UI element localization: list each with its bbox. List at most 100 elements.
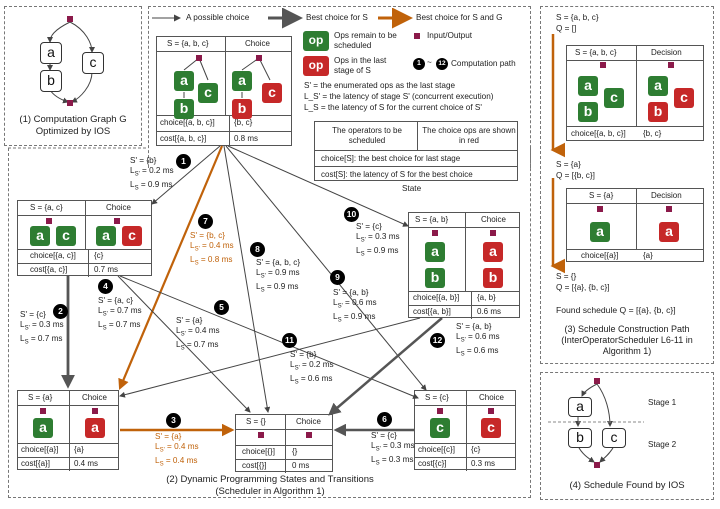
state-ab-choice-row: choice[{a, b}] <box>413 293 460 302</box>
state-empty-choice-row: choice[{}] <box>242 447 275 456</box>
state-ac-cost-val: 0.7 ms <box>94 265 119 274</box>
panel4-caption: (4) Schedule Found by IOS <box>569 480 685 491</box>
arrow-12 <box>328 317 443 416</box>
panel2-caption-line2: (Scheduler in Algorithm 1) <box>215 486 325 497</box>
panel2-caption-line1: (2) Dynamic Programming States and Trans… <box>166 474 374 485</box>
p3-step3-q: Q = [{a}, {b, c}] <box>556 283 610 292</box>
legend-possible-choice: A possible choice <box>186 13 250 22</box>
p3-step2-hdr-set: S = {a} <box>589 191 614 200</box>
legend-def-l-s: L_S = the latency of S for the current c… <box>304 103 482 112</box>
state-ab-set: S = {a, b} <box>415 215 449 224</box>
state-ab: S = {a, b} Choice choice[{a, b}] {a, b} … <box>408 212 520 319</box>
state-empty-choice-hdr: Choice <box>296 417 321 426</box>
ann-11: S' = {b} LS' = 0.2 ms LS = 0.6 ms <box>290 350 334 386</box>
state-abc-cost-val: 0.8 ms <box>234 134 259 143</box>
ann-1: S' = {b} LS' = 0.2 ms LS = 0.9 ms <box>130 156 174 192</box>
legend-note-operators: The operators to be scheduled <box>332 126 402 145</box>
state-ac-choice-hdr: Choice <box>106 203 131 212</box>
panel1-caption-line2: Optimized by IOS <box>35 126 111 137</box>
p4-node-c: c <box>602 428 626 448</box>
panel-dp-states-lower <box>8 148 531 498</box>
p3-step1-dec-io <box>668 62 674 68</box>
state-c-choice-c: c <box>481 418 501 438</box>
state-ac-choice-val: {c} <box>94 251 104 260</box>
state-ab-io <box>432 230 438 236</box>
state-abc-choice-io <box>256 55 262 61</box>
path-badge-8: 8 <box>250 242 265 257</box>
legend-tilde: ~ <box>427 58 432 67</box>
path-badge-12: 12 <box>430 333 445 348</box>
p3-step2-q: Q = [{b, c}] <box>556 171 595 180</box>
p4-node-a: a <box>568 397 592 417</box>
state-c-choice-val: {c} <box>471 445 481 454</box>
graph-node-a: a <box>40 42 62 64</box>
legend-badge-1: 1 <box>413 58 425 70</box>
ann-8: S' = {a, b, c} LS' = 0.9 ms LS = 0.9 ms <box>256 258 301 294</box>
p4-stage2: Stage 2 <box>648 440 677 449</box>
state-ab-choice-hdr: Choice <box>481 215 506 224</box>
p3-step1-q: Q = [] <box>556 24 577 33</box>
state-a-choice-a: a <box>85 418 105 438</box>
state-a-cost-row: cost[{a}] <box>21 459 50 468</box>
p3-step1-dec-c: c <box>674 88 694 108</box>
legend-io-icon <box>414 33 420 39</box>
arrow-11 <box>119 317 421 398</box>
arrow-10 <box>227 145 409 227</box>
panel1-caption-line1: (1) Computation Graph G <box>19 114 127 125</box>
state-empty-io <box>258 432 264 438</box>
state-c-io <box>437 408 443 414</box>
p3-found-schedule: Found schedule Q = [{a}, {b, c}] <box>556 305 676 315</box>
p3-step2-table: S = {a} Decision choice[{a}] {a} <box>566 188 704 262</box>
ann-9: S' = {a, b} LS' = 0.6 ms LS = 0.9 ms <box>333 288 377 324</box>
panel2-caption: (2) Dynamic Programming States and Trans… <box>100 474 440 498</box>
graph-node-b: b <box>40 70 62 92</box>
state-c-cost-row: cost[{c}] <box>418 459 447 468</box>
arrow-8 <box>223 145 271 413</box>
p3-step2-dec-io <box>666 206 672 212</box>
path-badge-10: 10 <box>344 207 359 222</box>
state-ab-choice-val: {a, b} <box>477 293 496 302</box>
panel4-graph <box>548 378 644 468</box>
state-ab-cost-val: 0.6 ms <box>477 307 502 316</box>
path-badge-4: 4 <box>98 279 113 294</box>
panel1-caption: (1) Computation Graph G Optimized by IOS <box>8 114 138 138</box>
p3-step2-choice-row: choice[{a}] <box>581 251 619 260</box>
p4-node-b: b <box>568 428 592 448</box>
state-a-io <box>40 408 46 414</box>
graph-node-c: c <box>82 52 104 74</box>
ann-10: S' = {c} LS' = 0.3 ms LS = 0.9 ms <box>356 222 400 258</box>
path-badge-5: 5 <box>214 300 229 315</box>
path-badge-2: 2 <box>53 304 68 319</box>
state-abc-io <box>196 55 202 61</box>
p3-step2-choice-val: {a} <box>643 251 653 260</box>
p3-step1-set: S = {a, b, c} <box>556 13 599 22</box>
state-empty-set: S = {} <box>246 417 266 426</box>
ann-7: S' = {b, c} LS' = 0.4 ms LS = 0.8 ms <box>190 231 234 267</box>
legend-state-table: The operators to be scheduled The choice… <box>314 121 518 181</box>
state-abc-choice-c: c <box>262 83 282 103</box>
state-ab-choice-io <box>490 230 496 236</box>
state-a-choice-val: {a} <box>74 445 84 454</box>
output-node <box>67 100 73 106</box>
legend-cost-def: cost[S]: the latency of S for the best c… <box>321 170 473 179</box>
state-abc-choice-a: a <box>232 71 252 91</box>
state-a-choice-row: choice[{a}] <box>21 445 59 454</box>
state-ac-node-a: a <box>30 226 50 246</box>
state-abc-set: S = {a, b, c} <box>167 39 209 48</box>
state-c-choice-row: choice[{c}] <box>418 445 455 454</box>
panel3-caption-line2: (InterOperatorScheduler L6-11 in <box>561 335 693 345</box>
state-empty-choice-val: {} <box>292 447 298 456</box>
state-abc-choice-b: b <box>232 99 252 119</box>
p3-step3-set: S = {} <box>556 272 577 281</box>
legend-choice-def: choice[S]: the best choice for last stag… <box>321 154 461 163</box>
p3-step1-node-c: c <box>604 88 624 108</box>
panel-dp-states <box>148 6 531 168</box>
p3-step1-dec-a: a <box>648 76 668 96</box>
path-badge-1: 1 <box>176 154 191 169</box>
state-c-choice-io <box>488 408 494 414</box>
state-abc-node-b: b <box>174 99 194 119</box>
state-abc-cost-row: cost[{a, b, c}] <box>160 134 207 143</box>
arrow-7 <box>118 145 224 391</box>
legend-ops-last-stage: Ops in the last stage of S <box>334 56 387 75</box>
path-badge-11: 11 <box>282 333 297 348</box>
